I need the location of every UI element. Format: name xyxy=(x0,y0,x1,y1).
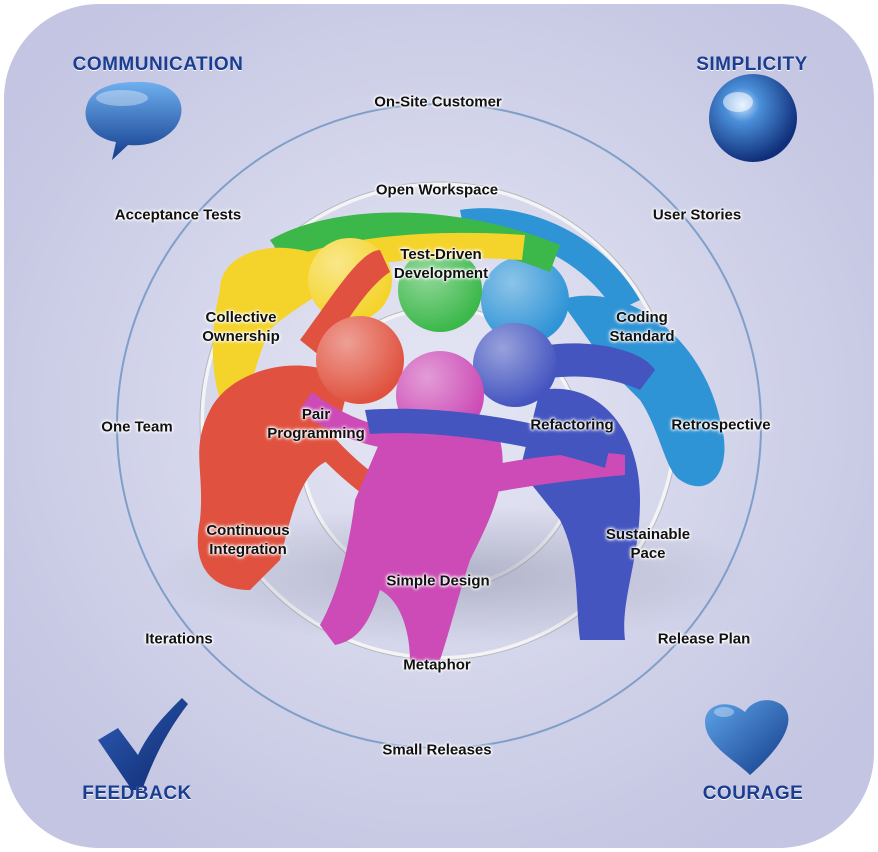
figure-red-arm xyxy=(300,250,390,360)
practice-on-site-customer: On-Site Customer xyxy=(374,93,502,111)
figure-magenta-body xyxy=(320,416,503,662)
practice-acceptance-tests: Acceptance Tests xyxy=(114,206,242,224)
figure-magenta-arm-right xyxy=(470,453,625,495)
practice-pair-programming: Pair Programming xyxy=(267,406,365,442)
outer-ring xyxy=(116,103,762,749)
practice-release-plan: Release Plan xyxy=(657,630,751,648)
practice-simple-design: Simple Design xyxy=(386,572,490,590)
practice-one-team: One Team xyxy=(101,418,173,436)
practice-metaphor: Metaphor xyxy=(403,656,471,674)
practice-continuous-integration: Continuous Integration xyxy=(206,522,290,558)
sphere-icon xyxy=(709,74,797,162)
team-huddle-illustration xyxy=(197,208,725,662)
head-highlight xyxy=(316,316,404,404)
practice-refactoring: Refactoring xyxy=(530,416,614,434)
checkmark-icon xyxy=(98,698,188,790)
practice-test-driven-development: Test-Driven Development xyxy=(393,246,489,282)
head-highlight xyxy=(398,248,482,332)
speech-bubble-icon xyxy=(85,81,182,160)
head-highlight xyxy=(481,256,569,344)
practice-open-workspace: Open Workspace xyxy=(375,181,499,199)
figure-magenta-arm-left xyxy=(300,392,400,450)
practice-collective-ownership: Collective Ownership xyxy=(202,309,280,345)
practice-small-releases: Small Releases xyxy=(382,741,492,759)
value-feedback: FEEDBACK xyxy=(82,783,192,804)
value-communication: COMMUNICATION xyxy=(72,54,244,75)
value-courage: COURAGE xyxy=(702,783,804,804)
practice-iterations: Iterations xyxy=(145,630,213,648)
figure-yellow-arm xyxy=(230,232,525,320)
practice-user-stories: User Stories xyxy=(652,206,742,224)
heart-icon xyxy=(705,700,789,775)
practice-retrospective: Retrospective xyxy=(671,416,771,434)
practice-sustainable-pace: Sustainable Pace xyxy=(605,526,691,562)
figure-blue-arm-front xyxy=(365,408,610,468)
figure-lightblue-body xyxy=(560,295,725,487)
figure-red-body xyxy=(197,365,350,590)
practice-coding-standard: Coding Standard xyxy=(609,309,675,345)
value-simplicity: SIMPLICITY xyxy=(696,54,808,75)
head-highlight xyxy=(473,323,557,407)
